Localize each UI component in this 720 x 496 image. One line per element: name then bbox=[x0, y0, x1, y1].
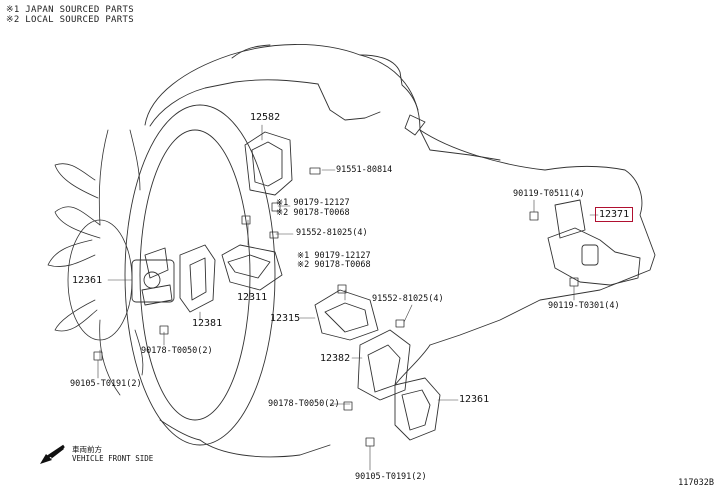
callout-12381[interactable]: 12381 bbox=[192, 318, 223, 329]
mount-12361-right bbox=[394, 377, 441, 441]
direction-label-en: VEHICLE FRONT SIDE bbox=[72, 454, 154, 463]
bracket-12582 bbox=[244, 131, 293, 196]
callout-90179-12127-b[interactable]: ※1 90179-12127 bbox=[297, 251, 371, 261]
flywheel-outline bbox=[124, 104, 276, 446]
callout-90119-T0511[interactable]: 90119-T0511(4) bbox=[513, 189, 585, 199]
callout-91551-80814[interactable]: 91551-80814 bbox=[336, 165, 393, 175]
callout-90178-T0068-b[interactable]: ※2 90178-T0068 bbox=[297, 260, 371, 270]
callout-12361-right[interactable]: 12361 bbox=[459, 394, 490, 405]
callout-12582[interactable]: 12582 bbox=[250, 112, 281, 123]
callout-12382[interactable]: 12382 bbox=[320, 353, 351, 364]
bracket-12381 bbox=[179, 244, 216, 313]
callout-12361-left[interactable]: 12361 bbox=[72, 275, 103, 286]
callout-91552-81025-b[interactable]: 91552-81025(4) bbox=[372, 294, 444, 304]
diagram-code: 117032B bbox=[678, 478, 714, 488]
bracket-12315 bbox=[314, 289, 379, 341]
note-japan-sourced: ※1 JAPAN SOURCED PARTS bbox=[6, 5, 134, 15]
fan-blades bbox=[47, 129, 144, 396]
callout-90178-T0050-a[interactable]: 90178-T0050(2) bbox=[141, 346, 213, 356]
note-local-sourced: ※2 LOCAL SOURCED PARTS bbox=[6, 15, 134, 25]
callout-12315[interactable]: 12315 bbox=[270, 313, 301, 324]
callout-90119-T0301[interactable]: 90119-T0301(4) bbox=[548, 301, 620, 311]
bracket-12311 bbox=[221, 244, 283, 291]
bracket-12382 bbox=[357, 329, 411, 401]
callout-90178-T0050-b[interactable]: 90178-T0050(2) bbox=[268, 399, 340, 409]
callout-12311[interactable]: 12311 bbox=[237, 292, 268, 303]
callout-90105-T0191-a[interactable]: 90105-T0191(2) bbox=[70, 379, 142, 389]
callout-90179-12127-a[interactable]: ※1 90179-12127 bbox=[276, 198, 350, 208]
vehicle-front-arrow-icon bbox=[40, 444, 65, 464]
direction-label-jp: 車両前方 bbox=[72, 445, 102, 454]
mount-12371 bbox=[547, 227, 641, 286]
callout-12371-highlighted[interactable]: 12371 bbox=[595, 207, 634, 222]
callout-91552-81025-a[interactable]: 91552-81025(4) bbox=[296, 228, 368, 238]
callout-90105-T0191-b[interactable]: 90105-T0191(2) bbox=[355, 472, 427, 482]
callout-90178-T0068-a[interactable]: ※2 90178-T0068 bbox=[276, 208, 350, 218]
